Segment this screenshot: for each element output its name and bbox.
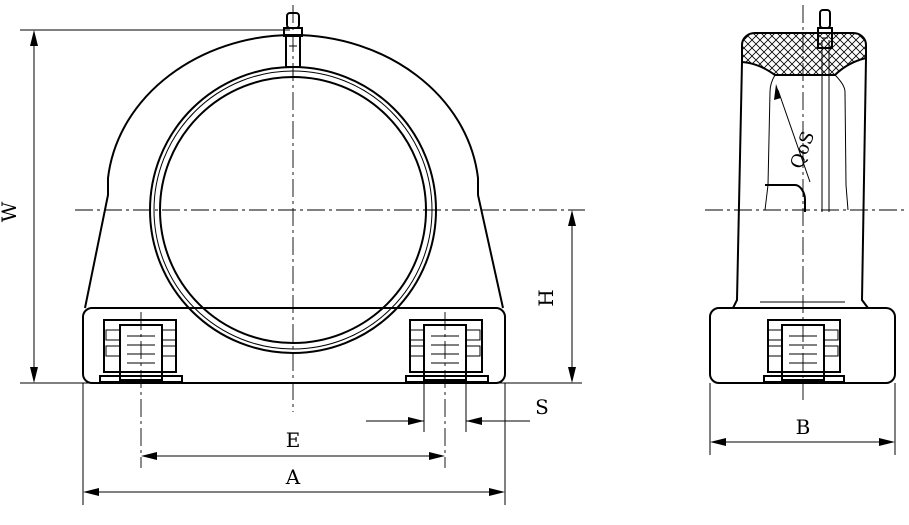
right-bolt: [405, 319, 489, 383]
dimension-B: B: [709, 383, 896, 455]
label-A: A: [285, 465, 301, 489]
label-S: S: [535, 395, 549, 419]
dimension-W: W: [0, 29, 290, 384]
dimension-E: E: [141, 428, 445, 460]
side-bolt: [763, 319, 845, 383]
label-B: B: [796, 415, 811, 439]
front-view: W H S E: [0, 5, 585, 505]
angle-callout: QoS: [774, 84, 819, 183]
side-body-outline: [732, 57, 869, 309]
hatched-cap: [741, 32, 867, 76]
dimension-H: H: [505, 210, 582, 384]
dimension-A: A: [82, 383, 506, 505]
label-E: E: [286, 428, 301, 452]
label-W: W: [0, 201, 21, 222]
side-view: QoS B: [705, 5, 905, 455]
dimension-S: S: [366, 383, 549, 432]
label-H: H: [534, 289, 558, 306]
side-grease-nipple: [817, 9, 833, 49]
housing-outline: [84, 33, 504, 309]
